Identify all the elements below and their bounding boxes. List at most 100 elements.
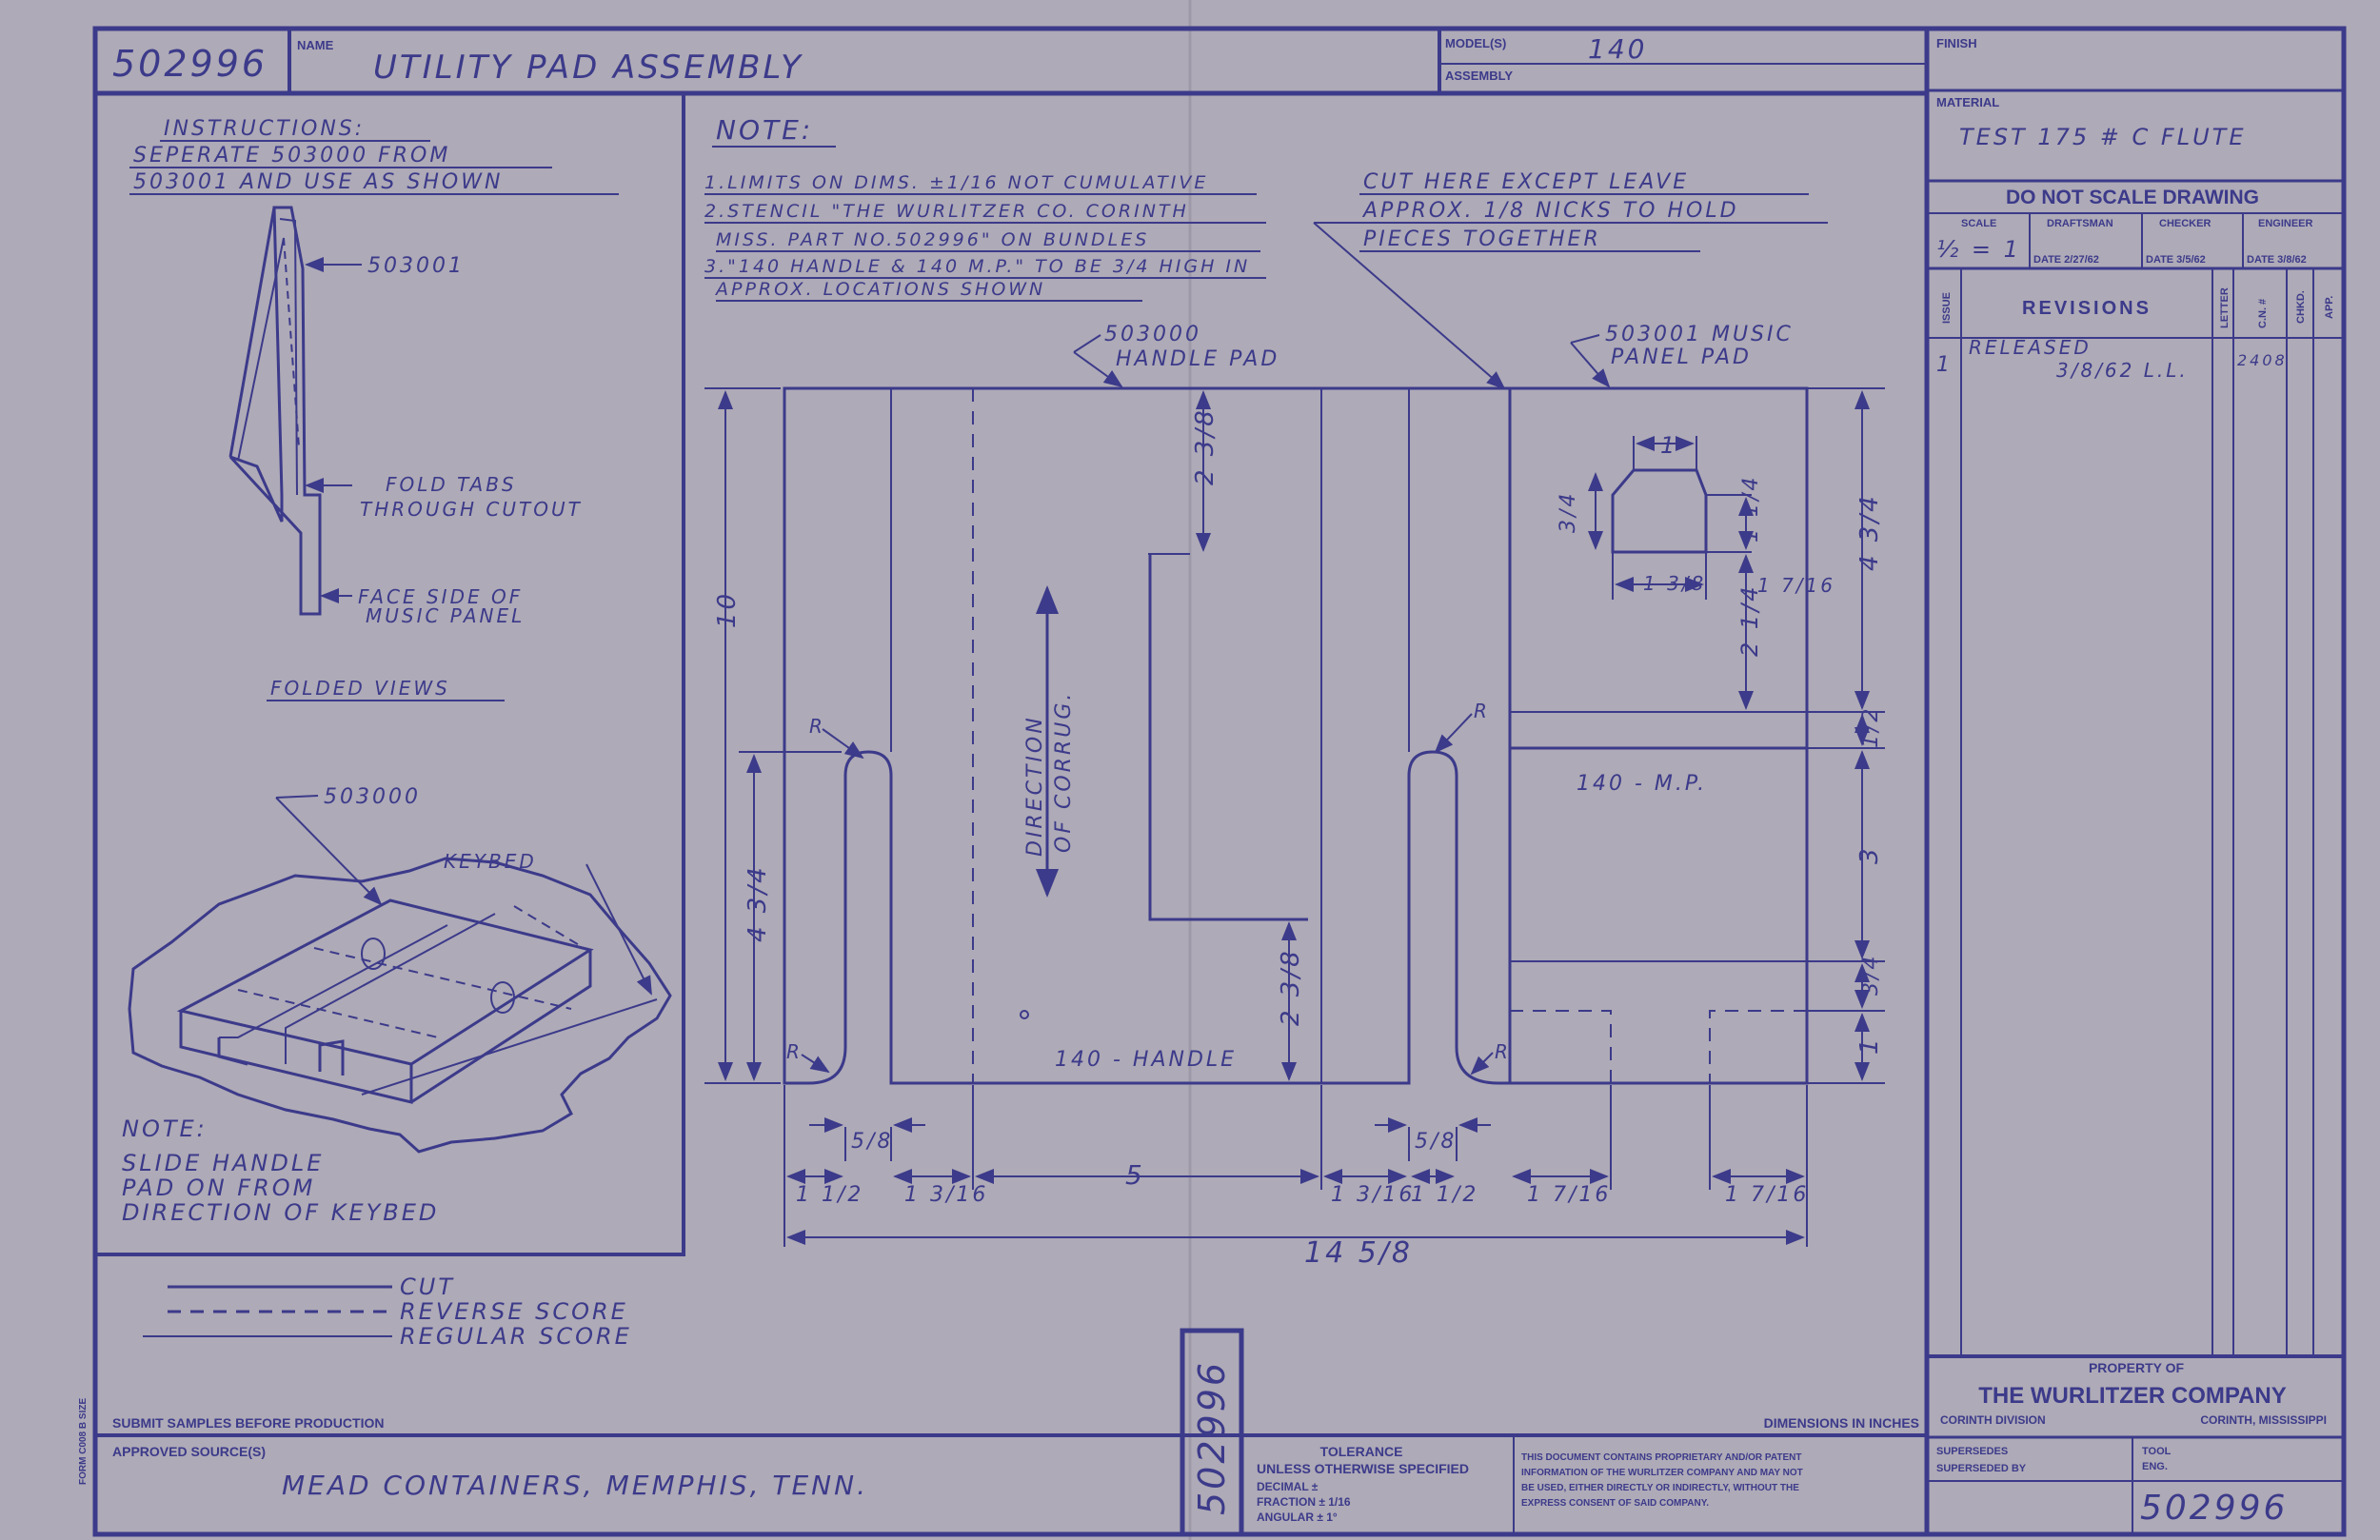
dim-2-3-8-top: 2 3/8 — [1191, 407, 1220, 485]
note-line-2: 2.STENCIL "THE WURLITZER CO. CORINTH — [704, 201, 1189, 222]
dim-1-3-8: 1 3/8 — [1643, 572, 1706, 595]
instruction-panel-box — [93, 91, 685, 1256]
instructions-line-2: 503001 AND USE AS SHOWN — [133, 170, 503, 194]
face-side-line-1: FACE SIDE OF — [358, 585, 523, 608]
do-not-scale: DO NOT SCALE DRAWING — [2006, 187, 2259, 208]
fold-tabs-line-1: FOLD TABS — [386, 473, 517, 496]
dim-1-7-16-a: 1 7/16 — [1527, 1183, 1611, 1207]
dim-14-5-8: 14 5/8 — [1304, 1236, 1413, 1270]
stencil-mark — [1020, 1010, 1029, 1019]
instructions-line-1: SEPERATE 503000 FROM — [133, 144, 450, 168]
keybed-label: KEYBED — [444, 850, 537, 873]
revision-text: RELEASED — [1969, 336, 2092, 359]
material-label: MATERIAL — [1936, 95, 1999, 109]
cut-here-line-1: CUT HERE EXCEPT LEAVE — [1363, 170, 1689, 194]
name-label: NAME — [297, 38, 334, 52]
bottom-drawing-number: 502996 — [2140, 1489, 2288, 1528]
scale-value: ½ = 1 — [1936, 236, 2021, 263]
revision-date: 3/8/62 L.L. — [2056, 359, 2189, 382]
drawing-number: 502996 — [112, 43, 268, 85]
radius-leader-bottom-right — [1470, 1052, 1494, 1076]
proprietary-line-2: INFORMATION OF THE WURLITZER COMPANY AND… — [1521, 1468, 1803, 1478]
leader-503000-b — [275, 797, 383, 906]
note-line-3: MISS. PART NO.502996" ON BUNDLES — [716, 229, 1149, 250]
proprietary-line-3: BE USED, EITHER DIRECTLY OR INDIRECTLY, … — [1521, 1483, 1799, 1493]
draftsman-label: DRAFTSMAN — [2047, 218, 2113, 229]
dim-3-4-left: 3/4 — [1557, 491, 1580, 533]
dim-1-7-16-b: 1 7/16 — [1725, 1183, 1809, 1207]
revisions-title: REVISIONS — [2022, 298, 2152, 319]
music-panel-pad-outline — [1510, 386, 1809, 1085]
dim-3: 3 — [1855, 845, 1884, 864]
letter-label: LETTER — [2219, 287, 2231, 328]
checker-date: DATE 3/5/62 — [2146, 254, 2206, 266]
radius-label-top-right: R — [1474, 700, 1490, 722]
dimension-lines — [704, 387, 1885, 1247]
cutout-window — [1611, 468, 1708, 554]
dim-4-3-4-right: 4 3/4 — [1855, 493, 1884, 571]
dimensions-in-inches: DIMENSIONS IN INCHES — [1764, 1415, 1919, 1431]
supersedes-label: SUPERSEDES — [1936, 1446, 2008, 1457]
cut-here-line-3: PIECES TOGETHER — [1363, 227, 1601, 251]
tolerance-decimal: DECIMAL ± — [1257, 1480, 1319, 1493]
dim-1-3-16-a: 1 3/16 — [904, 1183, 988, 1207]
folded-section-sketch — [228, 206, 322, 616]
legend-regular-score-label: REGULAR SCORE — [400, 1323, 632, 1350]
tolerance-label: TOLERANCE — [1320, 1444, 1403, 1459]
left-note-line-3: DIRECTION OF KEYBED — [122, 1199, 439, 1226]
radius-leader-bottom-left — [801, 1054, 830, 1074]
dim-2-3-8-bottom: 2 3/8 — [1277, 948, 1305, 1026]
direction-label-1: DIRECTION — [1023, 715, 1047, 857]
dim-2-1-4: 2 1/4 — [1736, 583, 1763, 657]
superseded-by-label: SUPERSEDED BY — [1936, 1463, 2027, 1474]
material-value: TEST 175 # C FLUTE — [1959, 124, 2246, 150]
leader-503000 — [275, 795, 319, 799]
dim-10: 10 — [713, 591, 742, 628]
approved-sources-label: APPROVED SOURCE(S) — [112, 1444, 266, 1459]
dim-5: 5 — [1125, 1159, 1145, 1191]
note-line-4: 3."140 HANDLE & 140 M.P." TO BE 3/4 HIGH… — [704, 256, 1250, 277]
keybed-isometric-sketch — [128, 857, 672, 1154]
dim-1-1-4: 1 1/4 — [1739, 475, 1763, 543]
legend-cut-label: CUT — [400, 1273, 455, 1300]
mp-tab-left — [1510, 1010, 1612, 1083]
handle-pad-leader-b — [1073, 351, 1123, 388]
direction-label-2: OF CORRUG. — [1052, 691, 1076, 853]
instructions-heading: INSTRUCTIONS: — [164, 117, 365, 141]
dim-5-8-left: 5/8 — [851, 1130, 893, 1154]
submit-samples: SUBMIT SAMPLES BEFORE PRODUCTION — [112, 1415, 384, 1431]
radius-label-bottom-right: R — [1495, 1040, 1511, 1063]
leader-keybed — [585, 863, 652, 996]
note-line-5: APPROX. LOCATIONS SHOWN — [714, 279, 1045, 300]
dim-4-3-4: 4 3/4 — [744, 864, 772, 942]
proprietary-line-4: EXPRESS CONSENT OF SAID COMPANY. — [1521, 1498, 1709, 1509]
assembly-label: ASSEMBLY — [1445, 69, 1513, 83]
left-note-line-1: SLIDE HANDLE — [122, 1150, 324, 1176]
engineer-date: DATE 3/8/62 — [2247, 254, 2307, 266]
tool-label: TOOL — [2142, 1446, 2172, 1457]
handle-pad-outline — [783, 386, 1512, 1085]
radius-label-top-left: R — [809, 715, 825, 738]
approved-source: MEAD CONTAINERS, MEMPHIS, TENN. — [282, 1470, 868, 1501]
property-of: PROPERTY OF — [2089, 1360, 2185, 1375]
music-panel-pad-number: 503001 MUSIC — [1605, 323, 1794, 346]
music-panel-pad-name: PANEL PAD — [1611, 346, 1752, 369]
dim-1-right: 1 — [1855, 1036, 1884, 1055]
dim-1-1-2-b: 1 1/2 — [1411, 1183, 1478, 1207]
handle-stencil-label: 140 - HANDLE — [1055, 1048, 1237, 1072]
proprietary-line-1: THIS DOCUMENT CONTAINS PROPRIETARY AND/O… — [1521, 1452, 1801, 1463]
main-flat-view — [783, 386, 1809, 1085]
models-value: 140 — [1588, 33, 1647, 65]
tolerance-angular: ANGULAR ± 1° — [1257, 1510, 1338, 1524]
dim-5-8-right: 5/8 — [1415, 1130, 1457, 1154]
dim-1-2-right: 1/2 — [1859, 706, 1883, 748]
revision-cn: 2408 — [2237, 351, 2288, 369]
handle-cut-slit — [1148, 554, 1308, 921]
music-panel-pad-leader-b — [1570, 342, 1611, 388]
part-503000-label: 503000 — [324, 785, 421, 809]
music-panel-stencil-label: 140 - M.P. — [1577, 772, 1707, 796]
chkd-label: CHKD. — [2295, 290, 2307, 324]
models-label: MODEL(S) — [1445, 36, 1506, 50]
handle-pad-name: HANDLE PAD — [1116, 347, 1279, 371]
